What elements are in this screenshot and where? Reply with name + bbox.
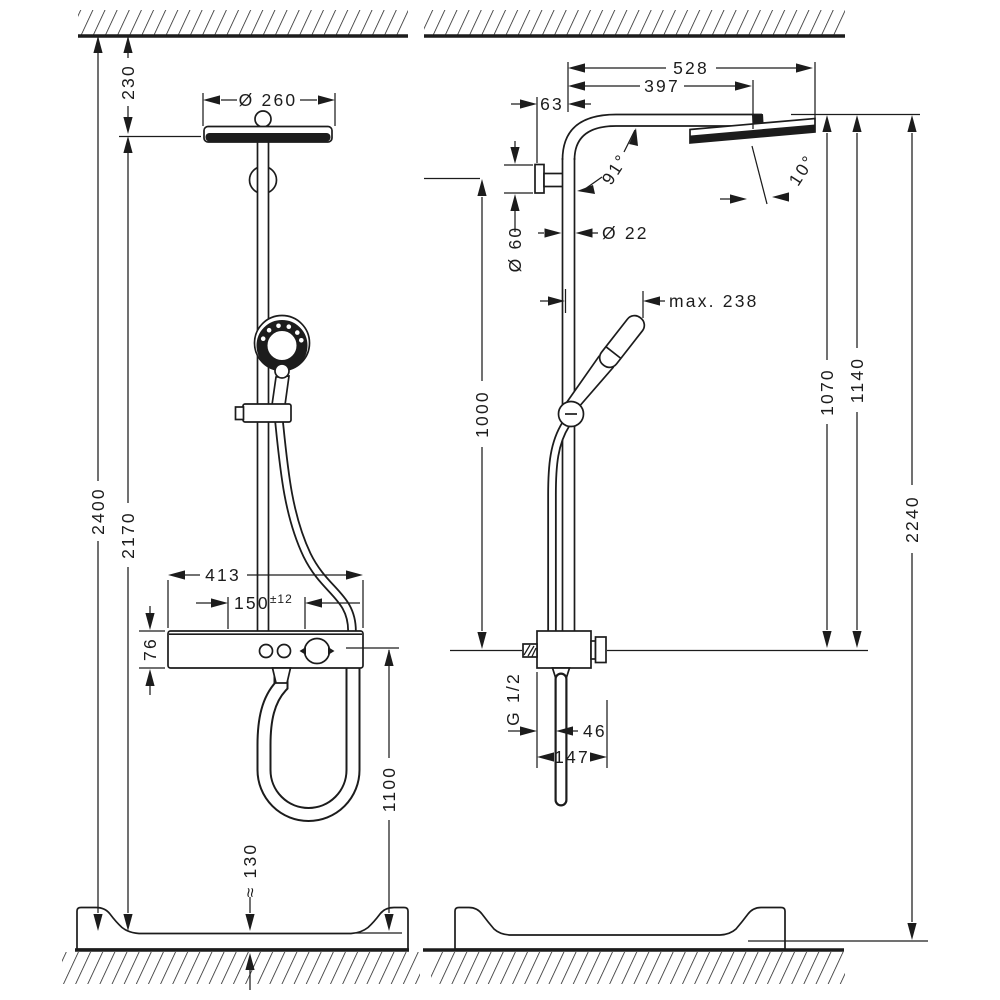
dim-label: 2400 <box>88 487 108 535</box>
dim-head-diameter-260: Ø 260 <box>202 90 336 126</box>
dim-label: 528 <box>673 58 709 78</box>
hose-connector-front <box>271 667 292 684</box>
floor-hatch <box>62 948 845 984</box>
front-view <box>167 110 364 822</box>
dim-valve-depth-147: 147 <box>537 700 608 768</box>
hand-shower-side <box>564 314 646 413</box>
shower-tray-side <box>454 906 786 950</box>
dim-head-tilt-10: 10° <box>720 145 820 205</box>
ceiling-hatch <box>78 10 845 38</box>
bar-button-1 <box>258 643 274 659</box>
riser-pipe-front <box>256 141 270 632</box>
dim-pipe-diameter-22: Ø 22 <box>538 223 649 243</box>
dim-label: 147 <box>554 747 590 767</box>
dim-connection-spacing-150: 150±12 <box>196 592 360 629</box>
dim-label: G 1/2 <box>503 672 523 726</box>
dim-head-height-2170: 2170 <box>118 136 138 931</box>
dim-wall-to-pipe-63: 63 <box>511 94 591 163</box>
dim-label: 397 <box>644 76 680 96</box>
overhead-shower-side <box>689 117 816 144</box>
overhead-shower-front <box>203 125 333 143</box>
dim-label: 46 <box>583 721 607 741</box>
dim-arm-projection-397: 397 <box>568 76 754 129</box>
dim-label: 2170 <box>118 511 138 559</box>
dim-label: 76 <box>140 637 160 661</box>
dim-overall-reach-528: 528 <box>567 58 816 118</box>
dim-label: 1000 <box>472 390 492 438</box>
shower-tray-front <box>76 906 409 950</box>
dim-total-height-2400: 2400 <box>88 36 108 931</box>
dim-label: 2240 <box>902 495 922 543</box>
thermostat-bar <box>167 630 364 669</box>
dim-label: Ø 22 <box>602 223 649 243</box>
hand-shower-front <box>234 314 311 423</box>
dim-label: 91° <box>598 150 633 189</box>
dim-label: 63 <box>540 94 564 114</box>
hand-shower-joint <box>274 363 290 379</box>
dim-label: max. 238 <box>669 291 759 311</box>
hand-shower-hose-upper-front-inner <box>276 420 355 632</box>
hand-shower-hose-upper-side-inner <box>549 422 569 631</box>
hose-loop-front-inner <box>258 668 359 820</box>
dim-handshower-reach-238: max. 238 <box>540 289 759 318</box>
dim-label: 150±12 <box>234 592 293 613</box>
dim-hose-offset-46: 46 <box>556 721 607 741</box>
wall-bracket-side <box>534 163 564 194</box>
dim-label: 1070 <box>817 368 837 416</box>
temperature-knob <box>303 637 331 665</box>
dim-arm-angle-91: 91° <box>577 128 638 194</box>
dim-head-to-valve-1070: 1070 <box>791 113 920 648</box>
dim-label: ≈ 130 <box>240 843 260 898</box>
dim-head-to-valve-1140: 1140 <box>847 115 867 648</box>
dim-tray-height-130: ≈ 130 <box>240 843 260 990</box>
dim-label: 10° <box>785 151 820 190</box>
dim-label: Ø 60 <box>505 226 525 273</box>
slider-holder <box>242 403 292 423</box>
hand-shower-holder-side <box>557 400 585 428</box>
slider-holder-knob <box>234 406 245 421</box>
dim-escutcheon-60: Ø 60 <box>504 141 533 272</box>
dim-label: Ø 260 <box>239 90 298 110</box>
side-view <box>450 113 868 807</box>
shut-off-valve-side <box>522 630 607 680</box>
dim-connection-thread-g12: G 1/2 <box>503 672 538 768</box>
bar-button-2 <box>276 643 292 659</box>
dim-bar-depth-76: 76 <box>139 606 165 695</box>
dim-bar-to-tray-1100: 1100 <box>346 647 402 934</box>
dim-label: 413 <box>205 565 241 585</box>
ball-joint <box>254 110 272 128</box>
dim-bar-width-413: 413 <box>167 565 364 628</box>
dim-head-to-tray-2240: 2240 <box>748 115 928 942</box>
dim-label: 1140 <box>847 357 867 403</box>
dim-label: 1100 <box>379 766 399 812</box>
dim-bracket-to-valve-1000: 1000 <box>424 177 492 649</box>
dim-ceiling-offset-230: 230 <box>118 36 201 138</box>
dim-label: 230 <box>118 64 138 100</box>
